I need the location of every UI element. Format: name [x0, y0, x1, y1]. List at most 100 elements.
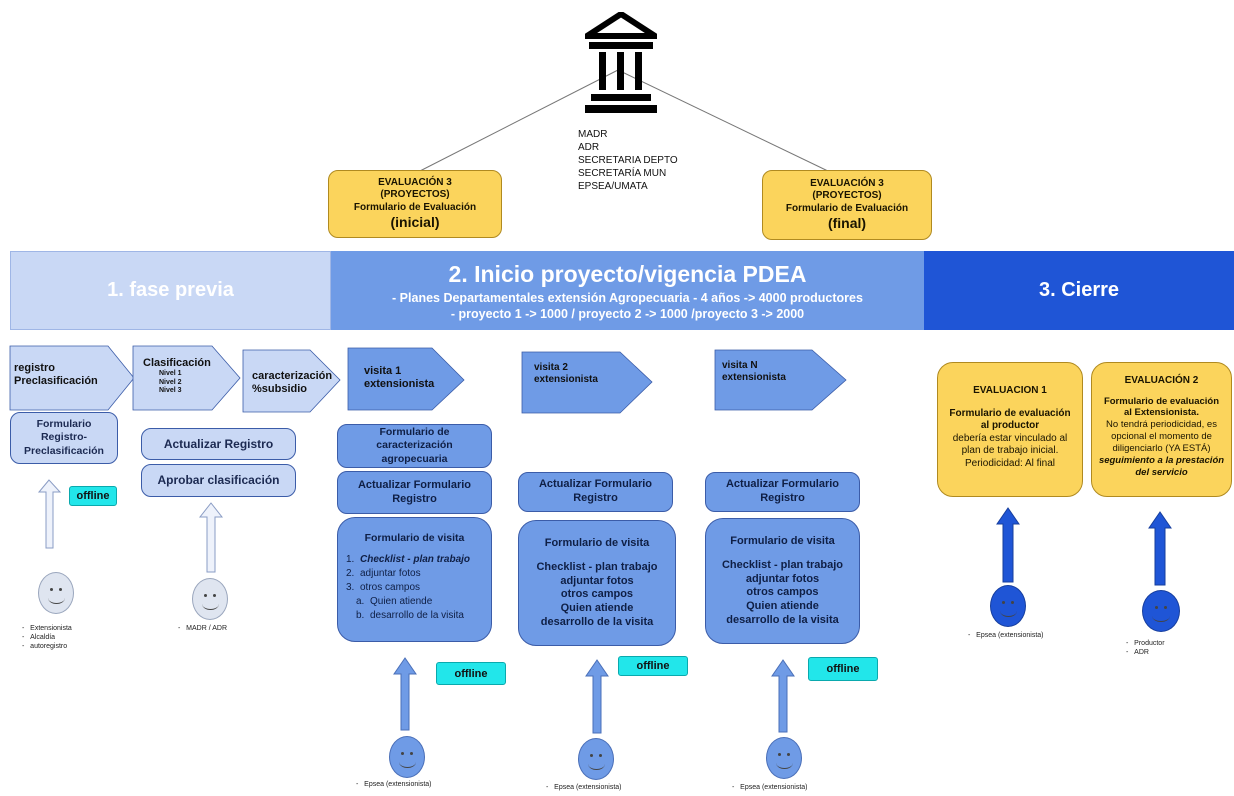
- visitaN-line2: extensionista: [722, 372, 786, 383]
- item-text: Checklist - plan trabajo: [360, 554, 471, 566]
- caracterizacion-line1: caracterización: [252, 370, 333, 382]
- visita-form-2-item: Quien atiende: [560, 602, 634, 614]
- institutions-list: MADR ADR SECRETARIA DEPTO SECRETARÍA MUN…: [578, 128, 678, 193]
- actualizar-form-1-line1: Actualizar Formulario: [357, 478, 472, 491]
- visita-form-3-title: Formulario de visita: [730, 535, 835, 547]
- eval2-l6: seguimiento a la prestación: [1098, 454, 1225, 466]
- chevron-visita2: [521, 351, 653, 414]
- role-item: - autoregistro: [22, 643, 68, 651]
- role-item: - MADR / ADR: [178, 625, 228, 632]
- eval3-final-line4: (final): [827, 215, 867, 231]
- smiley-icon-5: [766, 737, 802, 779]
- visita-form-3-item: adjuntar fotos: [745, 572, 820, 585]
- up-arrow-3: [393, 657, 417, 731]
- eval3-initial-box: EVALUACIÓN 3 (PROYECTOS) Formulario de E…: [328, 170, 502, 238]
- phase-3-banner: 3. Cierre: [924, 251, 1234, 330]
- smiley-icon-4: [578, 738, 614, 780]
- visita-form-3-item: otros campos: [746, 586, 819, 599]
- role-text: Alcaldía: [30, 634, 56, 642]
- caracterizacion-label: caracterización %subsidio: [252, 370, 332, 396]
- visita-form-2-item: adjuntar fotos: [560, 574, 634, 587]
- eval3-initial-line4: (inicial): [390, 214, 440, 230]
- smiley-icon-2: [192, 578, 228, 620]
- eval3-initial-line1: EVALUACIÓN 3: [378, 176, 452, 188]
- visita-form-1-item: 3. otros campos: [346, 581, 487, 595]
- item-num: 3.: [346, 582, 355, 594]
- smiley-icon-7: [1142, 590, 1180, 632]
- phase-1-banner: 1. fase previa: [10, 251, 331, 330]
- item-text: Quien atiende: [370, 596, 433, 608]
- role-text: autoregistro: [30, 643, 68, 651]
- item-num: a.: [356, 596, 365, 608]
- actualizar-form-1-box: Actualizar Formulario Registro: [337, 471, 492, 514]
- aprobar-clasificacion-label: Aprobar clasificación: [157, 473, 280, 487]
- eval3-final-line2: (PROYECTOS): [812, 190, 882, 201]
- phase-2-sub2: - proyecto 1 -> 1000 / proyecto 2 -> 100…: [450, 306, 805, 321]
- visitaN-line1: visita N: [722, 360, 758, 371]
- item-num: b.: [356, 610, 365, 622]
- actualizar-form-3-line2: Registro: [760, 492, 805, 504]
- visita2-label: visita 2 extensionista: [534, 362, 598, 386]
- role-item: - Productor: [1126, 640, 1165, 647]
- phase-2-sub1: - Planes Departamentales extensión Agrop…: [392, 290, 863, 305]
- visita2-line2: extensionista: [534, 374, 598, 385]
- up-arrow-2: [198, 502, 224, 573]
- form-registro-box: Formulario Registro- Preclasificación: [10, 412, 118, 464]
- role-text: ADR: [1134, 649, 1149, 657]
- role-text: MADR / ADR: [186, 625, 228, 632]
- roles-3: - Epsea (extensionista): [356, 780, 432, 789]
- role-item: - Epsea (extensionista): [546, 784, 622, 791]
- visita-form-1-item: 2.adjuntar fotos: [346, 567, 487, 581]
- phase-3-title: 3. Cierre: [1038, 279, 1120, 301]
- offline-badge-4: offline: [808, 657, 878, 681]
- form-caracterizacion-line1: Formulario de caracterización: [376, 426, 453, 452]
- up-arrow-4: [585, 659, 609, 734]
- up-arrow-6: [996, 507, 1020, 583]
- eval1-title: EVALUACION 1: [973, 385, 1047, 396]
- role-text: Extensionista: [30, 625, 72, 632]
- eval1-l2: al productor: [980, 420, 1040, 431]
- role-text: Epsea (extensionista): [976, 632, 1044, 639]
- eval3-final-line3: Formulario de Evaluación: [785, 202, 909, 214]
- clasificacion-title: Clasificación: [143, 357, 211, 369]
- visita2-line1: visita 2: [534, 362, 568, 373]
- chevron-visitaN: [714, 349, 847, 411]
- institution-epsea: EPSEA/UMATA: [578, 181, 648, 192]
- actualizar-registro-label: Actualizar Registro: [163, 436, 274, 451]
- role-text: Epsea (extensionista): [740, 784, 808, 791]
- institution-sec-mun: SECRETARÍA MUN: [578, 168, 667, 179]
- visita-form-2-item: Checklist - plan trabajo: [536, 560, 658, 573]
- clasificacion-label: Clasificación Nivel 1 Nivel 2 Nivel 3: [143, 357, 211, 395]
- item-text: desarrollo de la visita: [370, 610, 464, 622]
- visita-form-2-title: Formulario de visita: [544, 537, 650, 549]
- roles-5: - Epsea (extensionista): [732, 783, 808, 792]
- aprobar-clasificacion-box: Aprobar clasificación: [141, 464, 296, 497]
- role-item: - Epsea (extensionista): [732, 784, 808, 791]
- offline-badge-3: offline: [618, 656, 688, 676]
- smiley-icon-3: [389, 736, 425, 778]
- eval2-l2: al Extensionista.: [1124, 407, 1199, 419]
- visita-form-2-box: Formulario de visita Checklist - plan tr…: [518, 520, 676, 646]
- roles-7: - Productor - ADR: [1126, 639, 1165, 657]
- visita1-line2: extensionista: [364, 378, 435, 391]
- roles-6: - Epsea (extensionista): [968, 631, 1044, 640]
- eval2-l3: No tendrá periodicidad, es: [1106, 419, 1217, 431]
- visita-form-1-items: 1.Checklist - plan trabajo 2.adjuntar fo…: [342, 553, 487, 623]
- actualizar-registro-box: Actualizar Registro: [141, 428, 296, 460]
- chevron-registro: [9, 345, 135, 411]
- actualizar-form-3-box: Actualizar Formulario Registro: [705, 472, 860, 512]
- actualizar-form-2-line1: Actualizar Formulario: [538, 478, 653, 491]
- form-registro-line1: Formulario Registro-: [36, 418, 92, 444]
- clasificacion-level-3: Nivel 3: [159, 386, 182, 394]
- role-item: - Alcaldía: [22, 634, 56, 642]
- actualizar-form-2-line2: Registro: [573, 492, 618, 504]
- visita1-line1: visita 1: [364, 365, 402, 377]
- item-text: otros campos: [360, 582, 421, 594]
- up-arrow-1: [37, 479, 62, 549]
- registro-line2: Preclasificación: [14, 375, 98, 388]
- eval2-title: EVALUACIÓN 2: [1124, 375, 1199, 386]
- chevron-caracterizacion: [242, 349, 341, 413]
- eval3-final-line1: EVALUACIÓN 3: [810, 177, 884, 189]
- clasificacion-level-2: Nivel 2: [159, 378, 182, 386]
